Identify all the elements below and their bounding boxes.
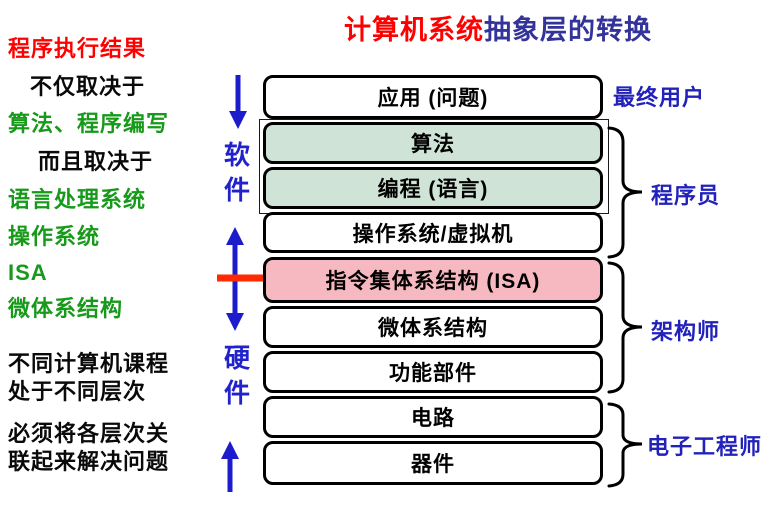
software-label: 软件 — [223, 140, 250, 205]
middle-arrows-graphic — [217, 75, 267, 492]
role-electronic-engineer: 电子工程师 — [647, 434, 763, 459]
layer-label: 微体系结构 — [378, 317, 488, 340]
left-note: 不同计算机课程 — [8, 351, 170, 376]
left-note: 必须将各层次关 — [8, 421, 170, 446]
title-rest: 抽象层的转换 — [484, 15, 652, 45]
left-note: 处于不同层次 — [8, 379, 147, 404]
role-architect: 架构师 — [651, 319, 721, 344]
software-down-arrow-icon — [229, 75, 247, 129]
layer-label: 电路 — [411, 407, 455, 430]
left-note: 语言处理系统 — [8, 187, 147, 212]
brace-electronic-engineer-icon — [607, 402, 643, 488]
layer-label: 算法 — [411, 133, 455, 156]
page-title: 计算机系统抽象层的转换 — [344, 8, 652, 47]
left-note: ISA — [8, 260, 48, 285]
layer-label: 操作系统/虚拟机 — [352, 222, 514, 246]
layer-label: 器件 — [411, 453, 455, 476]
left-note: 操作系统 — [8, 224, 101, 249]
layer-label: 指令集体系结构 (ISA) — [325, 270, 541, 293]
left-note: 微体系结构 — [8, 296, 124, 321]
layer-microarch: 微体系结构 — [263, 306, 603, 348]
layer-os-vm: 操作系统/虚拟机 — [263, 212, 603, 253]
layer-label: 功能部件 — [389, 362, 477, 385]
layer-label: 编程 (语言) — [377, 178, 489, 201]
title-highlight: 计算机系统 — [344, 15, 484, 45]
left-note: 算法、程序编写 — [8, 111, 170, 136]
role-programmer: 程序员 — [651, 183, 721, 208]
left-note: 程序执行结果 — [8, 36, 147, 61]
left-note: 不仅取决于 — [30, 74, 146, 99]
layer-algorithm: 算法 — [263, 122, 603, 164]
left-note: 而且取决于 — [38, 149, 154, 174]
brace-architect-icon — [607, 261, 643, 394]
layer-devices: 器件 — [263, 441, 603, 485]
left-note: 联起来解决问题 — [8, 449, 170, 474]
layer-isa: 指令集体系结构 (ISA) — [263, 257, 603, 303]
hardware-up-arrow-icon — [221, 441, 239, 492]
layer-application: 应用 (问题) — [263, 75, 603, 119]
role-end-user: 最终用户 — [613, 85, 706, 110]
hardware-label: 硬件 — [223, 343, 250, 408]
layer-functional-units: 功能部件 — [263, 351, 603, 393]
layer-label: 应用 (问题) — [377, 87, 489, 110]
layer-circuits: 电路 — [263, 396, 603, 438]
brace-programmer-icon — [607, 126, 643, 259]
layer-programming: 编程 (语言) — [263, 167, 603, 209]
role-braces-graphic — [607, 126, 643, 488]
